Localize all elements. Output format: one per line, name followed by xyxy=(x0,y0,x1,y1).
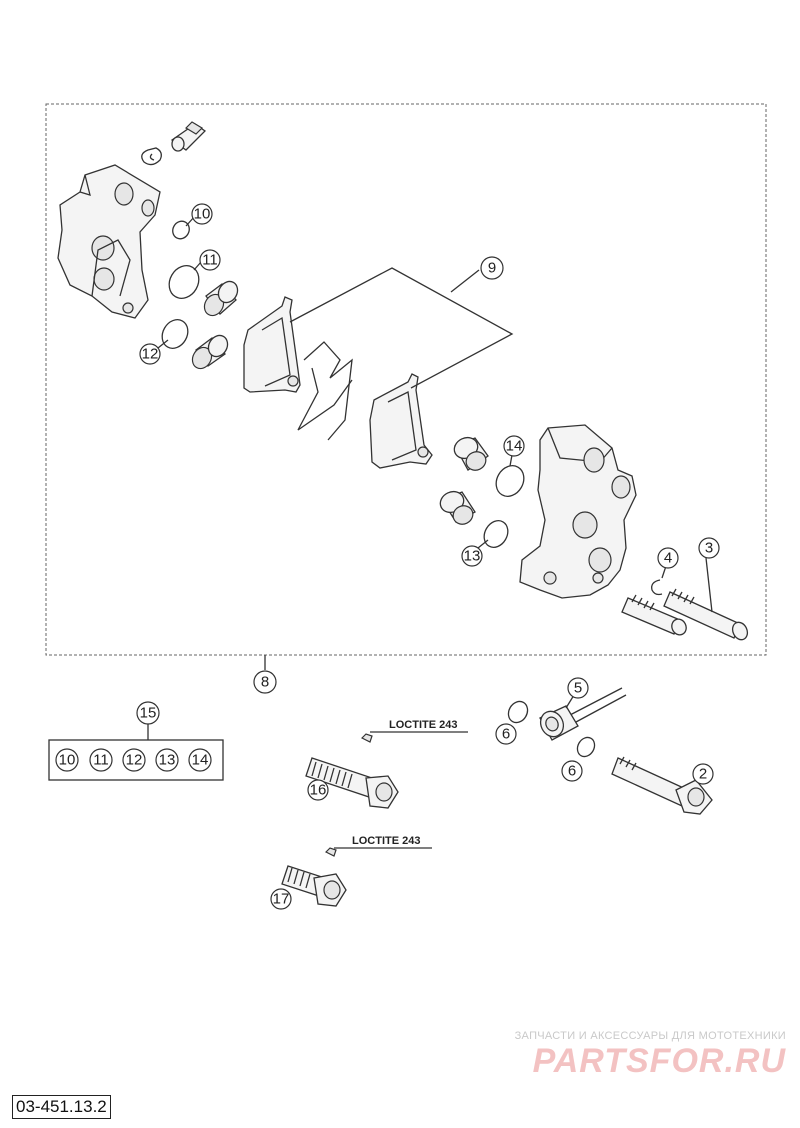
sleeve-5 xyxy=(539,687,627,741)
kit-item-10: 10 xyxy=(55,748,79,772)
callout-8: 8 xyxy=(253,670,277,694)
svg-text:13: 13 xyxy=(159,752,176,769)
svg-text:3: 3 xyxy=(705,540,713,557)
seal-10 xyxy=(172,220,190,240)
piston-left-upper xyxy=(203,280,239,317)
circlip-4 xyxy=(651,565,667,596)
loctite-label-1: LOCTITE 243 xyxy=(389,719,457,731)
bolt-2 xyxy=(611,756,713,815)
callout-12: 12 xyxy=(139,343,161,365)
kit-item-11: 11 xyxy=(89,748,113,772)
svg-text:10: 10 xyxy=(59,752,76,769)
bleeder-cap xyxy=(141,147,162,166)
piston-right-upper xyxy=(453,436,489,471)
svg-text:15: 15 xyxy=(140,705,157,722)
svg-text:14: 14 xyxy=(192,752,209,769)
bolt-3-front xyxy=(663,588,749,641)
svg-text:5: 5 xyxy=(574,680,582,697)
kit-item-13: 13 xyxy=(155,748,179,772)
pad-spring xyxy=(297,341,353,441)
caliper-half-right xyxy=(519,424,637,599)
callout-3: 3 xyxy=(698,537,720,559)
callout-6-lower: 6 xyxy=(561,760,583,782)
kit-item-12: 12 xyxy=(122,748,146,772)
watermark-logo: PARTSFOR.RU xyxy=(532,1042,786,1080)
svg-text:11: 11 xyxy=(202,252,218,269)
seal-12 xyxy=(161,319,189,349)
leader-9 xyxy=(289,267,514,389)
seal-13 xyxy=(483,520,509,548)
callout-13: 13 xyxy=(461,545,483,567)
callout-15: 15 xyxy=(136,701,160,725)
watermark-tagline: ЗАПЧАСТИ И АКСЕССУАРЫ ДЛЯ МОТОТЕХНИКИ xyxy=(514,1030,786,1042)
svg-text:12: 12 xyxy=(126,752,143,769)
callout-5: 5 xyxy=(567,677,589,699)
svg-text:11: 11 xyxy=(93,752,109,769)
loctite-label-2: LOCTITE 243 xyxy=(352,835,420,847)
callout-17: 17 xyxy=(270,888,292,910)
svg-text:8: 8 xyxy=(261,674,269,691)
svg-text:6: 6 xyxy=(502,726,510,743)
svg-text:6: 6 xyxy=(568,763,576,780)
callout-4: 4 xyxy=(657,547,679,569)
callout-2: 2 xyxy=(692,763,714,785)
piston-left-lower xyxy=(191,334,229,370)
seal-6-upper xyxy=(507,700,529,724)
brake-pad-right xyxy=(369,373,433,469)
caliper-half-left xyxy=(57,164,161,319)
svg-text:12: 12 xyxy=(142,346,159,363)
bolt-16 xyxy=(305,733,399,809)
bolt-3-rear xyxy=(621,594,687,636)
callout-14: 14 xyxy=(503,435,525,457)
assembly-frame xyxy=(45,103,767,656)
kit-item-14: 14 xyxy=(188,748,212,772)
bleeder-screw xyxy=(170,121,207,152)
bolt-17 xyxy=(281,847,347,907)
seal-14 xyxy=(495,465,525,497)
seal-11 xyxy=(168,265,200,299)
seal-6-lower xyxy=(576,736,596,758)
svg-text:14: 14 xyxy=(506,438,523,455)
callout-10: 10 xyxy=(191,203,213,225)
svg-text:13: 13 xyxy=(464,548,481,565)
watermark: ЗАПЧАСТИ И АКСЕССУАРЫ ДЛЯ МОТОТЕХНИКИ PA… xyxy=(515,1030,786,1080)
svg-text:10: 10 xyxy=(194,206,211,223)
leader-3 xyxy=(705,557,713,613)
svg-text:2: 2 xyxy=(699,766,707,783)
brake-pad-left xyxy=(243,296,301,393)
diagram-code: 03-451.13.2 xyxy=(12,1095,111,1119)
svg-text:4: 4 xyxy=(664,550,672,567)
callout-6-upper: 6 xyxy=(495,723,517,745)
callout-16: 16 xyxy=(307,779,329,801)
svg-text:9: 9 xyxy=(488,260,496,277)
piston-right-lower xyxy=(439,490,476,525)
svg-text:17: 17 xyxy=(273,891,290,908)
callout-11: 11 xyxy=(199,249,221,271)
svg-text:16: 16 xyxy=(310,782,327,799)
callout-9: 9 xyxy=(480,256,504,280)
